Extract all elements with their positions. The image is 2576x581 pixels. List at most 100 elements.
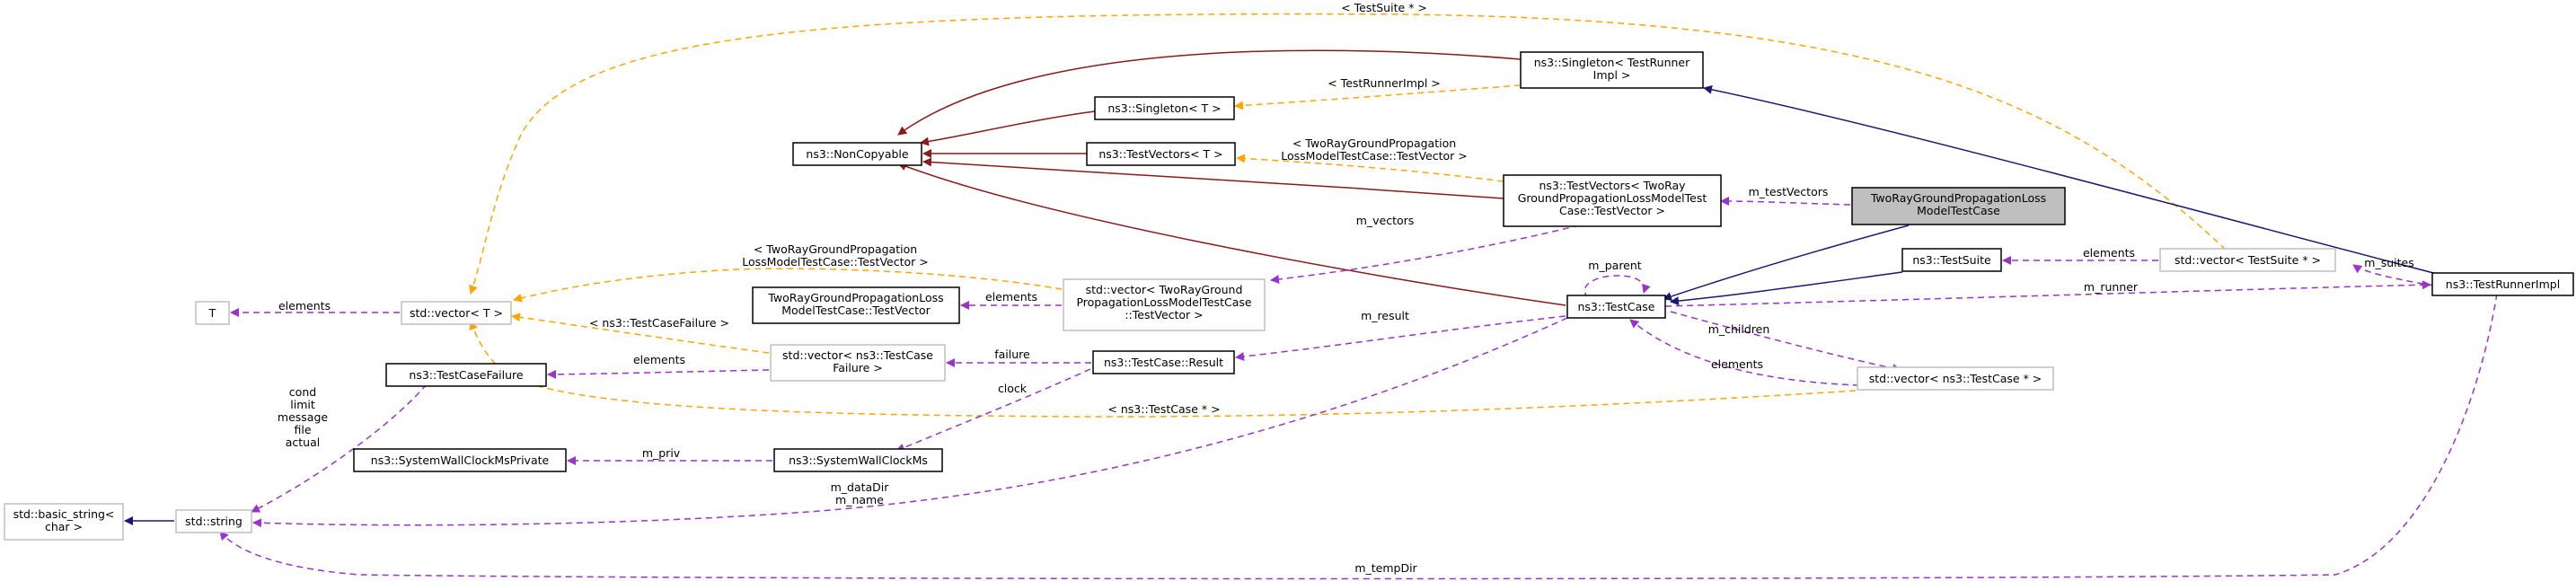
label-failure: failure — [994, 348, 1030, 361]
node-testcasefailure[interactable]: ns3::TestCaseFailure — [385, 363, 547, 387]
label-m-result-line-1: m_result — [1361, 309, 1409, 322]
node-vector-t[interactable]: std::vector< T > — [401, 301, 512, 325]
svg-text:std::vector< TwoRayGroundPropa: std::vector< TwoRayGroundPropagationLoss… — [1076, 283, 1251, 321]
node-singleton-t[interactable]: ns3::Singleton< T > — [1094, 96, 1235, 120]
label-failure-template-line-1: < ns3::TestCaseFailure > — [589, 316, 729, 330]
svg-text:ns3::SystemWallClockMsPrivate: ns3::SystemWallClockMsPrivate — [371, 453, 550, 467]
node-basic-string-line-2: char > — [45, 520, 83, 533]
edge-vector-tworay-to-vector-t — [513, 268, 1063, 303]
node-testcase-result[interactable]: ns3::TestCase::Result — [1092, 350, 1235, 374]
label-testcase-template-line-1: < ns3::TestCase * > — [1107, 402, 1220, 416]
node-t[interactable]: T — [195, 301, 230, 325]
node-noncopyable-line-1: ns3::NonCopyable — [806, 147, 909, 161]
label-tworay-elements-line-1: elements — [985, 290, 1037, 304]
node-tworay-testvector-line-1: TwoRayGroundPropagationLoss — [767, 291, 943, 304]
label-tworay-template-top-line-1: < TwoRayGroundPropagation — [1292, 136, 1456, 150]
label-case-elements-line-1: elements — [1711, 357, 1763, 371]
node-tworay-testcase-line-2: ModelTestCase — [1917, 204, 2000, 217]
label-m-vectors-line-1: m_vectors — [1356, 214, 1415, 227]
svg-text:std::vector< ns3::TestCase * >: std::vector< ns3::TestCase * > — [1869, 372, 2042, 385]
label-testcase-template: < ns3::TestCase * > — [1107, 402, 1220, 416]
label-m-tempdir-line-1: m_tempDir — [1354, 561, 1417, 575]
label-testsuite-template: < TestSuite * > — [1341, 1, 1427, 14]
node-testrunnerimpl[interactable]: ns3::TestRunnerImpl — [2431, 272, 2574, 296]
svg-text:ns3::TestCase: ns3::TestCase — [1577, 300, 1654, 313]
edge-testcase-to-result — [1235, 315, 1566, 361]
label-tworay-template-left-line-1: < TwoRayGroundPropagation — [754, 242, 917, 256]
edge-testcase-to-string — [252, 317, 1568, 528]
node-vector-tworay-line-2: PropagationLossModelTestCase — [1076, 295, 1251, 309]
edge-wallclock-to-result — [895, 368, 1091, 453]
node-vector-testsuite[interactable]: std::vector< TestSuite * > — [2159, 248, 2336, 272]
svg-text:std::string: std::string — [185, 515, 243, 528]
node-t-line-1: T — [208, 306, 216, 320]
svg-text:T: T — [208, 306, 216, 320]
node-vector-testsuite-line-1: std::vector< TestSuite * > — [2175, 253, 2321, 267]
node-tworay-testvector-line-2: ModelTestCase::TestVector — [781, 304, 931, 317]
label-string-members-line-3: message — [278, 410, 328, 424]
edge-vector-tworay-to-testvectors-tworay — [1270, 222, 1591, 284]
label-m-suites-line-1: m_suites — [2364, 256, 2413, 269]
label-m-datadir-line-2: m_name — [835, 493, 884, 506]
node-testsuite[interactable]: ns3::TestSuite — [1901, 248, 2002, 272]
svg-text:std::vector< TestSuite * >: std::vector< TestSuite * > — [2175, 253, 2321, 267]
svg-text:ns3::TestVectors< TwoRayGround: ns3::TestVectors< TwoRayGroundPropagatio… — [1518, 179, 1707, 217]
label-m-priv-line-1: m_priv — [642, 446, 681, 460]
edge-testrunnerimpl-to-testcase — [1664, 280, 2431, 307]
node-tworay-testcase-line-1: TwoRayGroundPropagationLoss — [1870, 191, 2046, 205]
label-failure-elements-line-1: elements — [633, 353, 685, 366]
svg-text:ns3::NonCopyable: ns3::NonCopyable — [806, 147, 909, 161]
label-m-priv: m_priv — [642, 446, 681, 460]
label-suite-elements-line-1: elements — [2083, 246, 2135, 260]
node-vector-testcase-line-1: std::vector< ns3::TestCase * > — [1869, 372, 2042, 385]
node-testvectors-tworay-line-1: ns3::TestVectors< TwoRay — [1539, 179, 1686, 192]
label-m-children-line-1: m_children — [1708, 322, 1770, 336]
edge-testcase-self-parent — [1584, 275, 1651, 299]
label-m-children: m_children — [1708, 322, 1770, 336]
label-m-parent: m_parent — [1588, 259, 1641, 272]
svg-text:ns3::TestCaseFailure: ns3::TestCaseFailure — [409, 368, 523, 382]
node-testvectors-t[interactable]: ns3::TestVectors< T > — [1086, 142, 1236, 166]
label-m-suites: m_suites — [2364, 256, 2413, 269]
node-testrunnerimpl-line-1: ns3::TestRunnerImpl — [2446, 277, 2560, 291]
svg-text:ns3::TestCase::Result: ns3::TestCase::Result — [1104, 356, 1223, 369]
node-testcase-line-1: ns3::TestCase — [1577, 300, 1654, 313]
node-string[interactable]: std::string — [175, 509, 252, 533]
edge-testrunnerimpl-to-singleton-runner — [1703, 84, 2462, 281]
node-wallclock-private[interactable]: ns3::SystemWallClockMsPrivate — [353, 448, 567, 472]
node-vector-tworay-line-3: ::TestVector > — [1125, 308, 1203, 321]
node-basic-string[interactable]: std::basic_string<char > — [4, 503, 124, 541]
label-clock: clock — [998, 382, 1028, 395]
label-m-tempdir: m_tempDir — [1354, 561, 1417, 575]
label-m-parent-line-1: m_parent — [1588, 259, 1641, 272]
node-wallclock[interactable]: ns3::SystemWallClockMs — [773, 448, 943, 472]
node-noncopyable[interactable]: ns3::NonCopyable — [792, 142, 922, 166]
label-suite-elements: elements — [2083, 246, 2135, 260]
node-testvectors-tworay-line-3: Case::TestVector > — [1559, 204, 1665, 217]
node-singleton-testrunnerimpl-line-2: Impl > — [1593, 68, 1631, 82]
edge-singleton-runner-to-noncopyable — [897, 49, 1522, 136]
svg-text:ns3::TestVectors< T >: ns3::TestVectors< T > — [1098, 147, 1222, 161]
label-m-runner: m_runner — [2084, 280, 2139, 294]
node-vector-t-line-1: std::vector< T > — [410, 306, 503, 320]
label-tworay-template-top-line-2: LossModelTestCase::TestVector > — [1281, 149, 1467, 163]
node-testcase[interactable]: ns3::TestCase — [1566, 295, 1666, 319]
edge-testsuite-to-testcase — [1670, 271, 1903, 306]
node-testcase-result-line-1: ns3::TestCase::Result — [1104, 356, 1223, 369]
label-failure-line-1: failure — [994, 348, 1030, 361]
label-testrunnerimpl-template-line-1: < TestRunnerImpl > — [1328, 76, 1441, 90]
edge-testrunnerimpl-to-vector-testsuite — [2352, 264, 2435, 286]
label-case-elements: elements — [1711, 357, 1763, 371]
node-vector-testcase[interactable]: std::vector< ns3::TestCase * > — [1857, 366, 2054, 391]
label-failure-template: < ns3::TestCaseFailure > — [589, 316, 729, 330]
